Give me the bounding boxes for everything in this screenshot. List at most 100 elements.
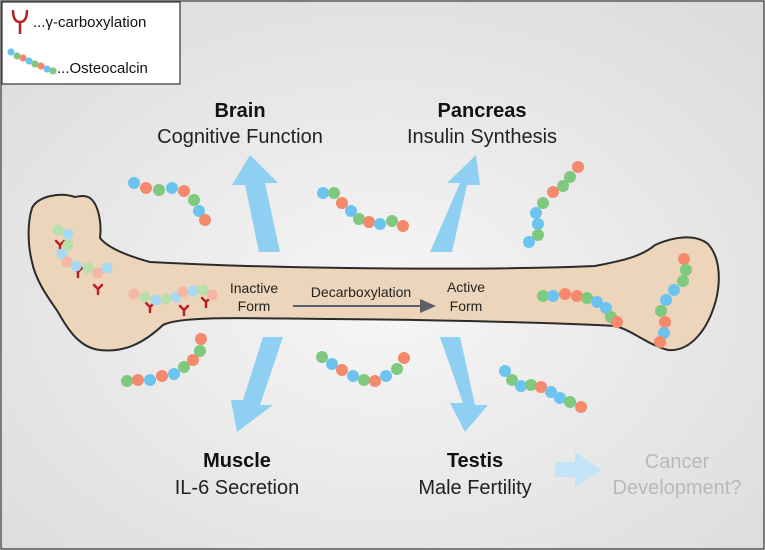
osteocalcin-bead bbox=[611, 316, 623, 328]
osteocalcin-bead bbox=[177, 286, 189, 298]
osteocalcin-legend bbox=[7, 48, 57, 75]
osteocalcin-bead bbox=[677, 275, 689, 287]
osteocalcin-bead bbox=[328, 187, 340, 199]
testis-function: Male Fertility bbox=[418, 477, 531, 499]
osteocalcin-bead bbox=[37, 62, 45, 70]
arrow-to-cancer bbox=[555, 452, 601, 487]
osteocalcin-bead bbox=[358, 374, 370, 386]
osteocalcin-bead bbox=[62, 239, 74, 251]
osteocalcin-bead bbox=[317, 187, 329, 199]
osteocalcin-bead bbox=[525, 379, 537, 391]
osteocalcin-bead bbox=[336, 364, 348, 376]
osteocalcin-bead bbox=[380, 370, 392, 382]
cancer-label-line1: Cancer bbox=[645, 451, 710, 473]
osteocalcin-bead bbox=[353, 213, 365, 225]
osteocalcin-bead bbox=[70, 260, 82, 272]
osteocalcin-bead bbox=[515, 380, 527, 392]
osteocalcin-bead bbox=[144, 374, 156, 386]
osteocalcin-bead bbox=[345, 205, 357, 217]
osteocalcin-bead bbox=[92, 267, 104, 279]
osteocalcin-bead bbox=[591, 296, 603, 308]
decarboxylation-arrow bbox=[293, 299, 436, 313]
osteocalcin-bead bbox=[537, 290, 549, 302]
osteocalcin-bead bbox=[61, 256, 73, 268]
osteocalcin-bead bbox=[559, 288, 571, 300]
osteocalcin-bead bbox=[140, 182, 152, 194]
inactive-form-label-line1: Inactive bbox=[230, 280, 278, 296]
bone-shape bbox=[27, 193, 720, 352]
osteocalcin-bead bbox=[206, 289, 218, 301]
osteocalcin-bead bbox=[128, 288, 140, 300]
pancreas-title: Pancreas bbox=[438, 100, 527, 122]
osteocalcin-bead bbox=[101, 262, 113, 274]
osteocalcin-chain-upper-left bbox=[128, 177, 211, 226]
legend-carboxylation-label: ...γ-carboxylation bbox=[33, 14, 146, 31]
osteocalcin-bead bbox=[187, 285, 199, 297]
osteocalcin-bead bbox=[139, 291, 151, 303]
osteocalcin-bead bbox=[49, 67, 57, 75]
osteocalcin-bead bbox=[194, 345, 206, 357]
osteocalcin-bead bbox=[62, 228, 74, 240]
osteocalcin-chain-active-right bbox=[654, 253, 692, 348]
osteocalcin-bead bbox=[655, 305, 667, 317]
osteocalcin-bead bbox=[506, 374, 518, 386]
osteocalcin-bead bbox=[386, 215, 398, 227]
osteocalcin-bead bbox=[532, 218, 544, 230]
cancer-label-line2: Development? bbox=[613, 477, 742, 499]
testis-title: Testis bbox=[447, 450, 503, 472]
inactive-form-label-line2: Form bbox=[238, 298, 271, 314]
osteocalcin-bead bbox=[374, 218, 386, 230]
osteocalcin-bead bbox=[195, 333, 207, 345]
osteocalcin-bead bbox=[557, 180, 569, 192]
arrow-to-pancreas bbox=[430, 155, 480, 252]
active-form-label-line2: Form bbox=[450, 298, 483, 314]
osteocalcin-chain-upper-right bbox=[523, 161, 584, 248]
osteocalcin-bead bbox=[654, 336, 666, 348]
osteocalcin-bead bbox=[160, 293, 172, 305]
osteocalcin-bead bbox=[178, 361, 190, 373]
osteocalcin-bead bbox=[52, 224, 64, 236]
osteocalcin-chain-inactive-left bbox=[52, 224, 113, 279]
osteocalcin-bead bbox=[658, 327, 670, 339]
osteocalcin-bead bbox=[581, 292, 593, 304]
carboxylation-icon bbox=[11, 9, 29, 34]
osteocalcin-bead bbox=[369, 375, 381, 387]
legend-osteocalcin-label: ...Osteocalcin bbox=[57, 60, 148, 77]
active-form-label-line1: Active bbox=[447, 279, 485, 295]
osteocalcin-bead bbox=[499, 365, 511, 377]
osteocalcin-bead bbox=[197, 284, 209, 296]
osteocalcin-bead bbox=[363, 216, 375, 228]
arrow-to-brain bbox=[232, 155, 280, 252]
osteocalcin-bead bbox=[600, 302, 612, 314]
osteocalcin-bead bbox=[178, 185, 190, 197]
osteocalcin-bead bbox=[7, 48, 15, 56]
osteocalcin-bead bbox=[530, 207, 542, 219]
osteocalcin-bead bbox=[397, 220, 409, 232]
osteocalcin-bead bbox=[547, 290, 559, 302]
osteocalcin-chains bbox=[52, 161, 692, 413]
osteocalcin-bead bbox=[156, 370, 168, 382]
osteocalcin-bead bbox=[188, 194, 200, 206]
osteocalcin-chain-lower-right bbox=[499, 365, 587, 413]
osteocalcin-bead bbox=[575, 401, 587, 413]
pancreas-function: Insulin Synthesis bbox=[407, 126, 557, 148]
osteocalcin-chain-upper-center bbox=[317, 187, 409, 232]
legend-box bbox=[1, 1, 181, 85]
osteocalcin-bead bbox=[347, 370, 359, 382]
osteocalcin-bead bbox=[121, 375, 133, 387]
osteocalcin-bead bbox=[554, 392, 566, 404]
osteocalcin-bead bbox=[128, 177, 140, 189]
osteocalcin-bead bbox=[13, 52, 21, 60]
osteocalcin-bead bbox=[547, 186, 559, 198]
brain-title: Brain bbox=[214, 100, 265, 122]
osteocalcin-bead bbox=[199, 214, 211, 226]
osteocalcin-chain-lower-left bbox=[121, 333, 207, 387]
legend: ...γ-carboxylation ...Osteocalcin bbox=[1, 1, 181, 85]
osteocalcin-bead bbox=[168, 368, 180, 380]
muscle-title: Muscle bbox=[203, 450, 271, 472]
osteocalcin-bead bbox=[187, 354, 199, 366]
osteocalcin-bead bbox=[564, 171, 576, 183]
osteocalcin-bead bbox=[564, 396, 576, 408]
